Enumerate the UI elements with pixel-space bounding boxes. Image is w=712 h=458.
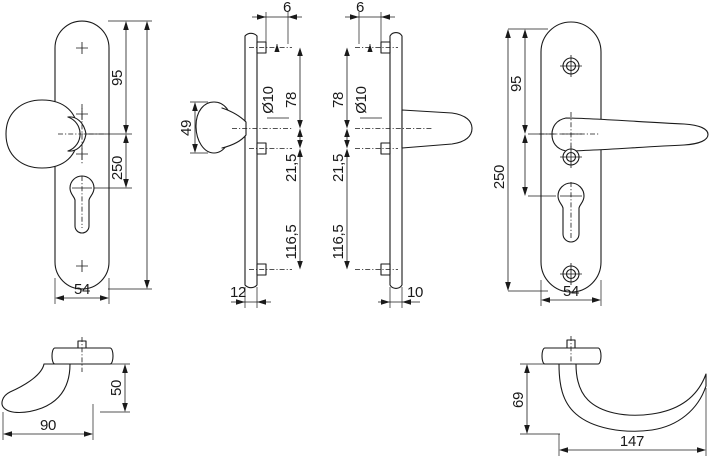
view-front-lever-plate: 95 250 54 <box>491 21 709 306</box>
dim-overall-height-right: 250 <box>491 29 548 292</box>
dim-215-left: 21,5 <box>283 128 303 182</box>
lever-body-small <box>1 363 71 414</box>
knob-neck-side <box>221 107 247 149</box>
view-side-knob-plate: 49 6 Ø10 78 21 <box>178 0 303 308</box>
dim-10: 10 <box>378 284 423 308</box>
dim-147-label: 147 <box>620 433 644 450</box>
view-front-knob-plate: 95 250 54 <box>5 20 152 304</box>
dim-215-right-label: 21,5 <box>330 154 347 182</box>
dim-1165-left-label: 116,5 <box>283 225 300 260</box>
dim-250-right <box>522 134 556 197</box>
view-side-lever-plate: 6 Ø10 78 21,5 116,5 <box>330 0 473 308</box>
dim-78-left: 78 <box>283 47 303 129</box>
dim-78-right: 78 <box>330 47 350 129</box>
knob-oval-left <box>5 99 79 169</box>
dim-250-left-label: 250 <box>109 156 126 180</box>
dim-6-left: 6 <box>252 0 302 44</box>
dim-6-right-label: 6 <box>356 0 364 16</box>
screw-mark-bottom-left <box>76 260 88 272</box>
dim-6-left-label: 6 <box>283 0 291 16</box>
fixing-boss-top-lever <box>380 41 391 54</box>
dim-54-right-label: 54 <box>563 283 579 300</box>
dim-d10-left-label: Ø10 <box>260 86 277 113</box>
dim-90: 90 <box>2 404 94 440</box>
dim-1165-left: 116,5 <box>283 148 303 270</box>
dim-69: 69 <box>510 363 560 435</box>
view-lever-small: 50 90 <box>1 337 130 440</box>
dim-1165-right-label: 116,5 <box>330 225 347 260</box>
dim-95-right: 95 <box>508 28 556 135</box>
dim-overall-height-left <box>108 21 152 290</box>
dim-69-label: 69 <box>510 392 527 408</box>
screw-boss-mid-right <box>560 146 582 168</box>
plate-section-lever <box>389 32 403 289</box>
lever-body-large <box>558 363 707 432</box>
screw-mark-top-left <box>76 42 88 54</box>
dim-12-label: 12 <box>230 284 246 301</box>
dim-95-left: 95 <box>84 20 152 135</box>
dim-147: 147 <box>558 388 707 456</box>
dim-78-right-label: 78 <box>330 92 347 108</box>
lever-rose-large <box>541 347 602 365</box>
dim-54-left-label: 54 <box>74 281 90 298</box>
dim-78-left-label: 78 <box>283 92 300 108</box>
lever-handle-right <box>551 117 709 152</box>
dim-1165-right: 116,5 <box>330 148 350 270</box>
dim-250-right-label: 250 <box>491 165 508 189</box>
lever-rose-small <box>51 347 114 365</box>
fixing-boss-bottom-lever <box>380 263 391 276</box>
dim-d10-left: Ø10 <box>260 44 289 119</box>
dim-215-right: 21,5 <box>330 128 350 182</box>
plate-section-knob <box>244 32 258 289</box>
dim-250-left: 250 <box>94 134 132 189</box>
fixing-boss-mid-lever <box>380 142 391 155</box>
dim-54-left: 54 <box>54 278 110 304</box>
dim-d10-right: Ø10 <box>353 44 382 119</box>
dim-54-right: 54 <box>540 280 602 306</box>
dim-50-label: 50 <box>108 380 125 396</box>
dim-95-left-label: 95 <box>109 70 126 86</box>
view-lever-large: 69 147 <box>510 336 707 456</box>
dim-90-label: 90 <box>40 417 56 434</box>
dim-6-right: 6 <box>345 0 395 44</box>
dim-215-left-label: 21,5 <box>283 154 300 182</box>
screw-boss-top-right <box>560 55 582 77</box>
dim-12: 12 <box>230 284 271 308</box>
dim-10-label: 10 <box>407 284 423 301</box>
dim-d10-right-label: Ø10 <box>353 86 370 113</box>
screw-boss-bottom-right <box>560 263 582 285</box>
dim-49-label: 49 <box>178 120 195 136</box>
dim-95-right-label: 95 <box>508 76 525 92</box>
keyhole-right <box>557 182 585 243</box>
dim-50: 50 <box>100 363 130 413</box>
dim-49: 49 <box>178 101 208 154</box>
lever-profile-side <box>401 109 473 149</box>
